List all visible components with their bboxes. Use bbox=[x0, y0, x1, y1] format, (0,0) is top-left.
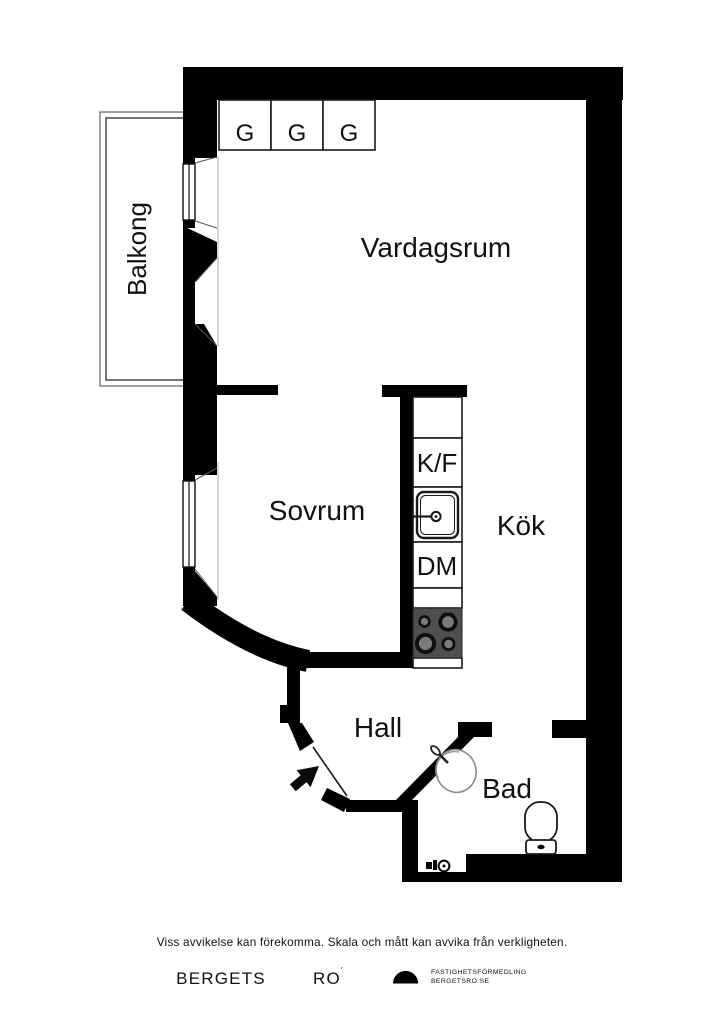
wardrobe-label: G bbox=[288, 120, 307, 147]
dishwasher-label: DM bbox=[417, 551, 457, 581]
washbasin-icon bbox=[430, 745, 477, 794]
hall-bottom-wall bbox=[346, 800, 418, 812]
top-wall bbox=[183, 67, 623, 100]
entrance-jamb-upper bbox=[288, 723, 314, 751]
room-label-bedroom: Sovrum bbox=[269, 495, 365, 526]
entrance-door-leaf bbox=[312, 746, 348, 797]
agency-line2: BERGETSRO.SE bbox=[431, 978, 489, 985]
brand-logo-icon bbox=[393, 970, 419, 984]
brand-name-right: RO bbox=[313, 969, 341, 988]
balcony-outline bbox=[99, 111, 185, 387]
wardrobe-box bbox=[270, 99, 324, 151]
wardrobe-label: G bbox=[340, 120, 359, 147]
upper-cabinet-box bbox=[412, 396, 463, 439]
kitchen-wall-foot bbox=[388, 653, 413, 668]
room-label-bathroom: Bad bbox=[482, 773, 532, 804]
wardrobe-box bbox=[218, 99, 272, 151]
divider-right bbox=[382, 385, 467, 397]
bad-bottom-wall bbox=[466, 854, 622, 882]
room-label-kitchen: Kök bbox=[497, 510, 546, 541]
counter-strip bbox=[412, 587, 463, 609]
disclaimer-text: Viss avvikelse kan förekomma. Skala och … bbox=[157, 935, 568, 949]
sovrum-bottom-wall bbox=[300, 652, 413, 668]
divider-left bbox=[217, 385, 278, 395]
left-wall-mid3 bbox=[183, 385, 217, 475]
right-wall bbox=[586, 67, 622, 882]
balcony-door-icon bbox=[183, 282, 195, 324]
left-wall-mid1 bbox=[183, 226, 217, 282]
window-icon bbox=[182, 480, 196, 568]
curved-wall bbox=[181, 592, 311, 672]
bad-left-wall bbox=[402, 800, 418, 882]
room-label-hall: Hall bbox=[354, 712, 402, 743]
entrance-arrow-icon bbox=[289, 766, 319, 792]
stove-icon bbox=[412, 607, 463, 659]
fridge-freezer-label: K/F bbox=[417, 448, 457, 478]
agency-line1: FASTIGHETSFÖRMEDLING bbox=[431, 968, 527, 976]
kitchen-wall bbox=[400, 395, 413, 668]
window-icon bbox=[182, 163, 196, 221]
room-label-balcony: Balkong bbox=[122, 202, 152, 296]
fridge-freezer-box bbox=[412, 437, 463, 488]
brand-name-left: BERGETS bbox=[176, 969, 266, 988]
toilet-icon bbox=[524, 801, 558, 855]
counter-strip bbox=[412, 657, 463, 669]
bad-door-left-stub bbox=[458, 722, 492, 737]
wardrobe-label: G bbox=[236, 120, 255, 147]
floor-drain-icon bbox=[426, 859, 451, 873]
left-wall-top bbox=[183, 67, 217, 158]
bad-bottom-left-strip bbox=[402, 872, 468, 882]
wardrobes bbox=[218, 99, 376, 151]
reveal-lines bbox=[194, 156, 219, 600]
wardrobe-box bbox=[322, 99, 376, 151]
entrance-jamb-lower bbox=[321, 788, 350, 812]
bad-door-right-stub bbox=[552, 720, 586, 738]
room-label-living-room: Vardagsrum bbox=[361, 232, 511, 263]
windows bbox=[182, 163, 196, 568]
walls bbox=[181, 67, 623, 882]
left-wall-mid2 bbox=[183, 324, 217, 385]
kitchen-sink-icon bbox=[413, 490, 460, 540]
brand-mark: ′ bbox=[341, 966, 343, 975]
